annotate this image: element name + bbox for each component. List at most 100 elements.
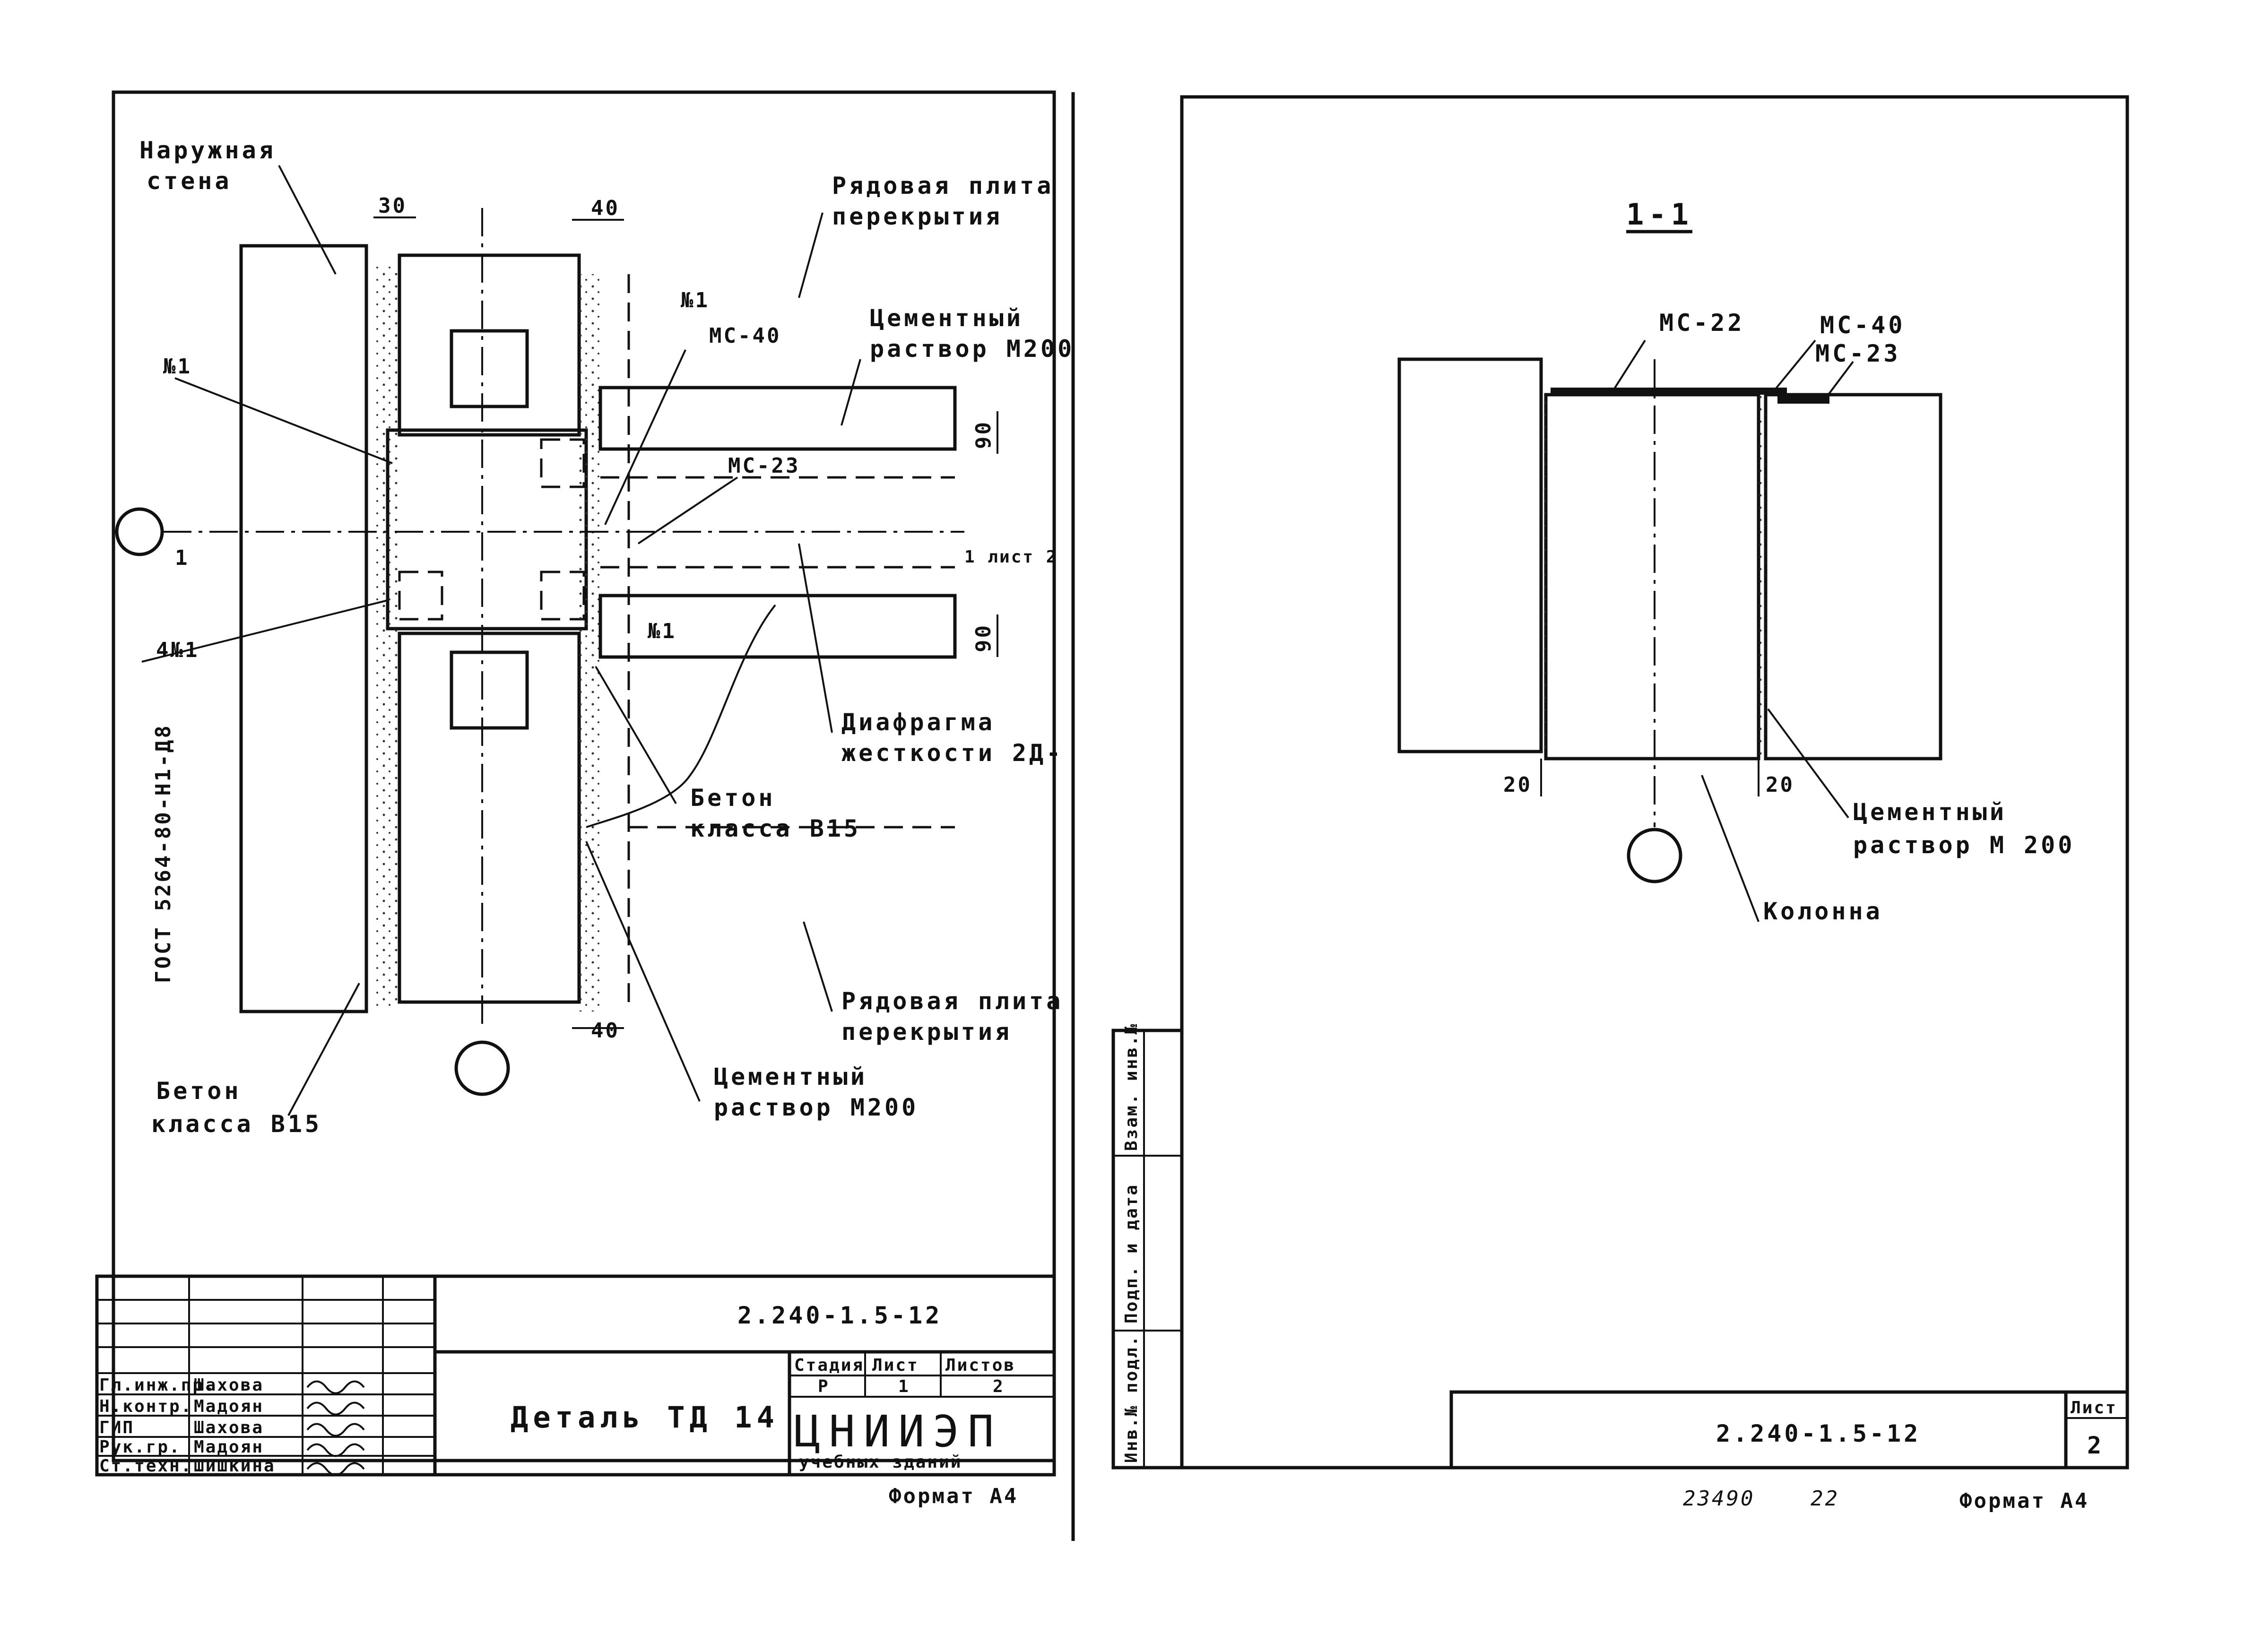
role-5: Ст.техн. xyxy=(99,1456,192,1476)
format-left: Формат А4 xyxy=(889,1484,1018,1508)
plate-mc40 xyxy=(1749,388,1787,395)
label-concrete-2: класса В15 xyxy=(690,815,861,842)
head-sheet: Лист xyxy=(872,1356,919,1375)
plate-mc23 xyxy=(1777,396,1829,404)
label-mortar-bottom-1: Цементный xyxy=(714,1063,867,1090)
doc-code-right: 2.240-1.5-12 xyxy=(1716,1420,1921,1447)
leader-4n1 xyxy=(141,599,388,663)
name-5: Шишкина xyxy=(194,1456,276,1476)
slab-upper-mortar xyxy=(598,386,957,451)
name-2: Мадоян xyxy=(194,1397,264,1416)
slab-lower-mortar xyxy=(598,594,957,659)
dim-20-b: 20 xyxy=(1766,773,1794,797)
label-section-ref: 1 лист 2 xyxy=(964,547,1057,567)
label-mortar-right-2: раствор М 200 xyxy=(1853,831,2075,859)
signature-5 xyxy=(306,1462,365,1476)
label-mortar-bottom-2: раствор М200 xyxy=(714,1094,919,1121)
plate-mc22 xyxy=(1551,388,1759,395)
slab-section xyxy=(1764,393,1942,761)
dim-20-a: 20 xyxy=(1503,773,1532,797)
wall-section xyxy=(1397,357,1543,753)
left-sheet: Наружная стена Рядовая плита перекрытия … xyxy=(95,90,1075,1508)
axis-bubble-left xyxy=(115,507,164,556)
column-lower-core xyxy=(450,650,529,730)
role-3: ГИП xyxy=(99,1418,134,1437)
axis-bubble-bottom xyxy=(454,1040,510,1096)
leader-diaphragm xyxy=(798,543,833,733)
dim-40-top: 40 xyxy=(591,196,620,220)
label-slab-bottom-1: Рядовая плита xyxy=(841,987,1063,1015)
archive-number-2: 22 xyxy=(1811,1487,1839,1511)
label-n1-c: №1 xyxy=(648,619,676,643)
signature-2 xyxy=(306,1401,365,1416)
label-column: Колонна xyxy=(1763,898,1883,925)
label-concrete-1: Бетон xyxy=(690,784,776,812)
section-axis-bubble xyxy=(1627,828,1682,883)
label-concrete-bottom-1: Бетон xyxy=(156,1077,242,1105)
org-sub: учебных зданий xyxy=(799,1453,962,1472)
dim-90-b: 90 xyxy=(971,623,996,652)
head-stage: Стадия xyxy=(794,1356,864,1375)
label-section-mark: 1 xyxy=(175,546,190,570)
break-line xyxy=(586,604,776,828)
label-mortar-top-2: раствор М200 xyxy=(870,335,1075,363)
role-4: Рук.гр. xyxy=(99,1437,181,1457)
role-2: Н.контр. xyxy=(99,1397,192,1416)
label-mc23-right: МС-23 xyxy=(1815,340,1901,367)
leader-n1-left xyxy=(174,377,393,464)
label-n1-a: №1 xyxy=(163,355,192,379)
stage-value: Р xyxy=(818,1377,830,1396)
signature-3 xyxy=(306,1423,365,1437)
name-3: Шахова xyxy=(194,1418,264,1437)
leader-mortar-top xyxy=(841,359,861,426)
leader-outer-wall xyxy=(278,165,337,275)
label-n1-d: 4№1 xyxy=(156,638,199,662)
plate-a xyxy=(540,438,585,488)
left-sheet-frame xyxy=(112,90,1056,1462)
leader-concrete xyxy=(595,666,677,804)
plate-c xyxy=(398,571,443,621)
column-lower xyxy=(398,631,581,1004)
label-gost: ГОСТ 5264-80-Н1-Д8 xyxy=(151,724,175,983)
head-sheets: Листов xyxy=(945,1356,1015,1375)
leader-slab-top xyxy=(798,212,823,298)
signature-4 xyxy=(306,1443,365,1457)
title-block-right xyxy=(1449,1390,2129,1470)
label-mortar-top-1: Цементный xyxy=(870,304,1023,332)
label-concrete-bottom-2: класса В15 xyxy=(151,1110,322,1138)
sheet-number-right: 2 xyxy=(2087,1432,2104,1459)
label-mc40-right: МС-40 xyxy=(1820,311,1906,339)
label-mc23: МС-23 xyxy=(728,454,800,478)
name-1: Шахова xyxy=(194,1375,264,1395)
column-upper-core xyxy=(450,329,529,408)
label-mc22: МС-22 xyxy=(1659,309,1745,337)
column-joint xyxy=(386,428,588,631)
outer-wall xyxy=(239,244,368,1013)
sheet-value: 1 xyxy=(898,1377,910,1396)
label-n1-b: №1 xyxy=(681,288,710,312)
side-stamp xyxy=(1111,1029,1184,1470)
stamp-sign: Подп. и дата xyxy=(1122,1184,1141,1323)
label-mortar-right-1: Цементный xyxy=(1853,798,2007,826)
dim-40-bottom: 40 xyxy=(591,1019,620,1043)
mortar-strip-right xyxy=(579,274,600,1012)
label-diaphragm-1: Диафрагма xyxy=(841,709,995,736)
right-sheet: Инв.№ подл. Подп. и дата Взам. инв.№ 1-1… xyxy=(1111,95,2129,1513)
dim-30: 30 xyxy=(378,194,407,218)
label-outer-wall-2: стена xyxy=(147,167,232,195)
org-logo: ЦНИИЭП xyxy=(794,1406,1002,1457)
leader-slab-bottom xyxy=(803,921,833,1012)
format-right: Формат А4 xyxy=(1959,1489,2089,1513)
title-block-left: 2.240-1.5-12 Деталь ТД 14 Стадия Лист Ли… xyxy=(95,1274,1056,1508)
dim-90-a: 90 xyxy=(971,420,996,449)
label-slab-top-2: перекрытия xyxy=(832,203,1003,230)
mortar-gap-left xyxy=(1541,395,1548,759)
leader-mc23 xyxy=(637,476,738,545)
section-title: 1-1 xyxy=(1626,197,1693,232)
sheet-head-right: Лист xyxy=(2071,1398,2117,1418)
role-1: Гл.инж.пр. xyxy=(99,1375,216,1395)
label-diaphragm-2: жесткости 2Д- xyxy=(841,739,1063,767)
drawing-title: Деталь ТД 14 xyxy=(511,1400,779,1435)
doc-code-left: 2.240-1.5-12 xyxy=(737,1302,942,1329)
